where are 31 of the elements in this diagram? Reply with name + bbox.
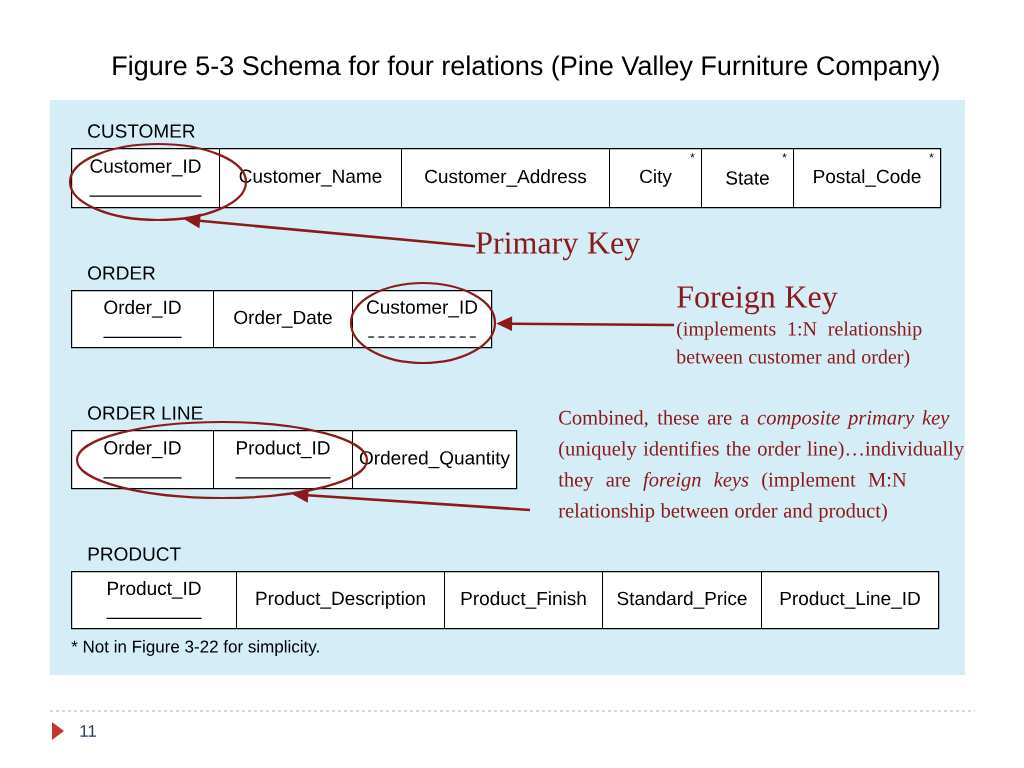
table-cell: Customer_ID bbox=[71, 148, 220, 208]
table-cell: Standard_Price bbox=[602, 571, 762, 629]
table-name: PRODUCT bbox=[88, 547, 181, 561]
table-cell: Order_ID bbox=[71, 290, 214, 348]
table-frame bbox=[71, 430, 518, 490]
table-cell: Order_ID bbox=[71, 430, 214, 489]
table-name: CUSTOMER bbox=[88, 124, 195, 138]
table-cell: Product_Description bbox=[236, 571, 445, 629]
table-cell: Customer_ID bbox=[352, 290, 492, 348]
footnote-mark: * bbox=[782, 153, 787, 158]
callout-text: Primary Key bbox=[476, 232, 641, 261]
table-name: ORDER LINE bbox=[88, 406, 203, 420]
table-frame bbox=[71, 571, 940, 630]
table-cell: Order_Date bbox=[213, 290, 353, 348]
table-frame bbox=[71, 290, 493, 349]
table-cell: Product_ID bbox=[213, 430, 353, 489]
title: Figure 5-3 Schema for four relations (Pine Valley Furniture Company) bbox=[113, 55, 939, 81]
callout-heading: Foreign Key bbox=[677, 286, 838, 315]
table-cell: Product_Line_ID bbox=[761, 571, 939, 629]
callout-note: (implements 1:N relationship between customer and order) bbox=[676, 321, 922, 368]
table-frame bbox=[71, 148, 942, 209]
footnote-mark: * bbox=[690, 153, 695, 158]
callout-text: Combined, these are a composite primary key (uniquely identifies the order line)…individually they are foreign keys (implement M:N relationship between order and product) bbox=[558, 410, 964, 522]
table-cell: Product_Finish bbox=[444, 571, 603, 629]
page-number: 11 bbox=[80, 725, 96, 737]
table-name: ORDER bbox=[88, 266, 155, 280]
footnote-mark: * bbox=[929, 153, 934, 158]
footnote: * Not in Figure 3-22 for simplicity. bbox=[71, 640, 319, 656]
table-cell: Customer_Address bbox=[401, 148, 610, 208]
table-cell: Product_ID bbox=[71, 571, 237, 629]
highlight-ellipse bbox=[349, 281, 497, 365]
